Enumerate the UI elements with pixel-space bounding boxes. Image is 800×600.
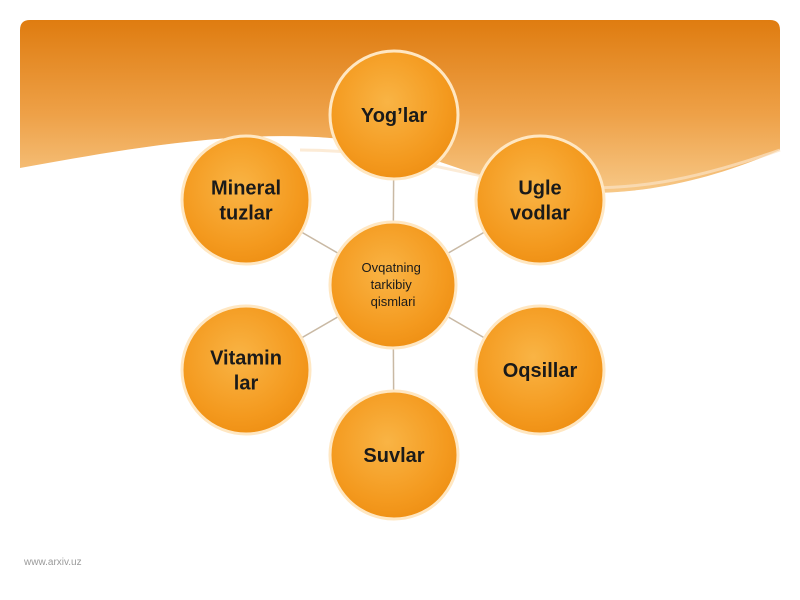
- node-label-uglevodlar: Ugle vodlar: [510, 178, 570, 225]
- node-vitaminlar: Vitamin lar: [180, 304, 312, 436]
- node-label-yoglar: Yog’lar: [361, 105, 428, 127]
- node-mineral-tuzlar: Mineral tuzlar: [180, 134, 312, 266]
- node-label-oqsillar: Oqsillar: [503, 360, 578, 382]
- center-label-line-1: Ovqatning: [362, 260, 421, 275]
- node-label-vitaminlar: Vitamin lar: [210, 348, 282, 395]
- node-circle-oqsillar: [474, 304, 606, 436]
- watermark-text: www.arxiv.uz: [24, 557, 82, 568]
- node-yoglar: Yog’lar: [328, 49, 460, 181]
- node-label-vitaminlar-line-2: lar: [234, 373, 259, 395]
- node-label-mineral-tuzlar-line-1: Mineral: [211, 178, 281, 200]
- node-label-vitaminlar-line-1: Vitamin: [210, 348, 282, 370]
- node-circle-vitaminlar: [180, 304, 312, 436]
- node-uglevodlar: Ugle vodlar: [474, 134, 606, 266]
- center-node-circle: [328, 220, 458, 350]
- node-label-mineral-tuzlar: Mineral tuzlar: [211, 178, 281, 225]
- node-label-uglevodlar-line-1: Ugle: [518, 178, 561, 200]
- node-label-suvlar-line-1: Suvlar: [363, 445, 424, 467]
- center-node-label: Ovqatning tarkibiy qismlari: [362, 260, 425, 309]
- node-label-uglevodlar-line-2: vodlar: [510, 203, 570, 225]
- center-label-line-2: tarkibiy: [371, 277, 413, 292]
- node-circle-suvlar: [328, 389, 460, 521]
- node-label-suvlar: Suvlar: [363, 445, 424, 467]
- node-label-mineral-tuzlar-line-2: tuzlar: [219, 203, 273, 225]
- node-circle-uglevodlar: [474, 134, 606, 266]
- center-label-line-3: qismlari: [371, 294, 416, 309]
- node-label-oqsillar-line-1: Oqsillar: [503, 360, 578, 382]
- node-label-yoglar-line-1: Yog’lar: [361, 105, 428, 127]
- node-suvlar: Suvlar: [328, 389, 460, 521]
- node-oqsillar: Oqsillar: [474, 304, 606, 436]
- node-circle-mineral-tuzlar: [180, 134, 312, 266]
- node-circle-yoglar: [328, 49, 460, 181]
- center-node: Ovqatning tarkibiy qismlari: [328, 220, 458, 350]
